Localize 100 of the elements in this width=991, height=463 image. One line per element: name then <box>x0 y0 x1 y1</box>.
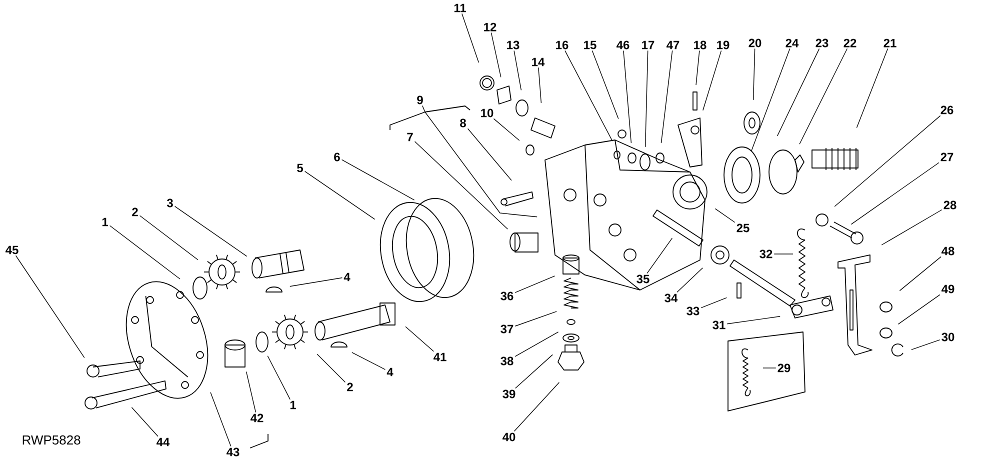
callout-number: 5 <box>297 164 303 172</box>
callout-number: 26 <box>940 106 954 114</box>
callout-number: 16 <box>556 40 568 50</box>
leader-line <box>210 392 232 447</box>
leader-line <box>514 332 559 357</box>
callout-number: 33 <box>686 306 700 316</box>
leader-line <box>414 141 508 230</box>
leader-line <box>246 371 256 413</box>
callout-number: 20 <box>748 38 762 48</box>
callout-number: 2 <box>132 208 138 216</box>
callout-number: 9 <box>417 96 423 104</box>
callout-number: 48 <box>942 246 954 256</box>
callout-number: 11 <box>454 4 466 12</box>
leader-line <box>752 48 756 100</box>
callout-number: 31 <box>712 320 726 330</box>
leader-line <box>15 255 85 358</box>
callout-number: 45 <box>6 246 18 254</box>
leader-line <box>881 209 942 246</box>
callout-number: 38 <box>500 356 514 366</box>
leader-line <box>109 225 180 280</box>
callout-number: 19 <box>717 40 730 50</box>
leader-line <box>174 206 248 257</box>
callout-number: 13 <box>507 40 520 50</box>
leader-line <box>405 326 434 352</box>
callout-number: 4 <box>386 368 394 376</box>
callout-number: 30 <box>942 332 954 342</box>
leader-line <box>644 50 648 148</box>
callout-number: 23 <box>816 38 828 48</box>
callout-number: 36 <box>500 292 514 300</box>
leader-line <box>898 294 940 325</box>
leader-line <box>538 67 542 104</box>
leader-line <box>139 215 198 260</box>
leader-line <box>462 13 480 63</box>
leader-line <box>700 297 728 308</box>
callout-number: 37 <box>500 324 514 334</box>
callout-number: 27 <box>940 152 954 162</box>
leader-line <box>911 339 940 350</box>
leader-line <box>592 50 619 120</box>
callout-number: 22 <box>844 38 856 48</box>
callout-number: 4 <box>344 272 350 282</box>
callout-number: 32 <box>760 250 772 258</box>
callout-number: 18 <box>694 40 706 50</box>
leader-line <box>850 162 940 225</box>
leader-line <box>467 128 512 181</box>
leader-line <box>490 32 502 78</box>
leader-line <box>422 105 538 218</box>
figure-code: RWP5828 <box>22 435 80 445</box>
leader-line <box>564 50 613 142</box>
callout-number: 46 <box>616 40 630 50</box>
leader-line <box>676 268 704 293</box>
leader-line <box>131 407 158 437</box>
leader-line <box>493 118 520 141</box>
callout-number: 34 <box>664 294 678 302</box>
leader-line <box>304 170 376 220</box>
callout-number: 44 <box>156 438 170 446</box>
callout-number: 3 <box>166 198 173 208</box>
callout-number: 1 <box>290 400 296 410</box>
leader-line <box>514 382 560 432</box>
callout-number: 8 <box>460 118 466 128</box>
callout-number: 41 <box>434 352 446 362</box>
leader-line <box>834 115 941 207</box>
leader-line <box>856 48 888 128</box>
leader-line <box>623 50 632 144</box>
leader-line <box>514 354 553 389</box>
callout-number: 12 <box>484 22 496 32</box>
leader-line <box>751 48 790 151</box>
callout-number: 14 <box>532 58 545 66</box>
callout-number: 6 <box>334 152 340 162</box>
leader-line <box>646 238 673 274</box>
callout-number: 17 <box>642 40 654 50</box>
callout-number: 21 <box>884 38 896 48</box>
leader-line <box>899 256 942 292</box>
leader-line <box>702 50 722 111</box>
callout-number: 7 <box>407 132 413 142</box>
leader-line <box>776 48 820 136</box>
leader-line <box>660 50 673 144</box>
leader-line <box>267 356 290 400</box>
callout-number: 10 <box>481 108 494 118</box>
callout-number: 29 <box>778 364 790 372</box>
leader-line <box>341 159 415 200</box>
callout-number: 40 <box>502 432 516 442</box>
leader-line <box>290 277 343 287</box>
leader-line <box>696 50 700 86</box>
callout-number: 39 <box>502 390 516 398</box>
leader-line <box>514 311 557 326</box>
leader-line <box>352 352 386 370</box>
leader-line <box>714 208 736 223</box>
leader-line <box>316 354 346 383</box>
callout-number: 43 <box>226 448 240 456</box>
callout-number: 1 <box>102 218 108 226</box>
callout-number: 49 <box>942 284 954 294</box>
leader-line <box>514 50 522 91</box>
callout-number: 15 <box>584 40 596 50</box>
callout-number: 25 <box>736 224 750 232</box>
leader-line <box>726 316 780 324</box>
callout-number: 2 <box>347 382 353 392</box>
callout-number: 28 <box>944 200 956 210</box>
leader-line <box>799 48 848 144</box>
callout-number: 47 <box>666 40 680 50</box>
callout-number: 35 <box>636 274 650 284</box>
